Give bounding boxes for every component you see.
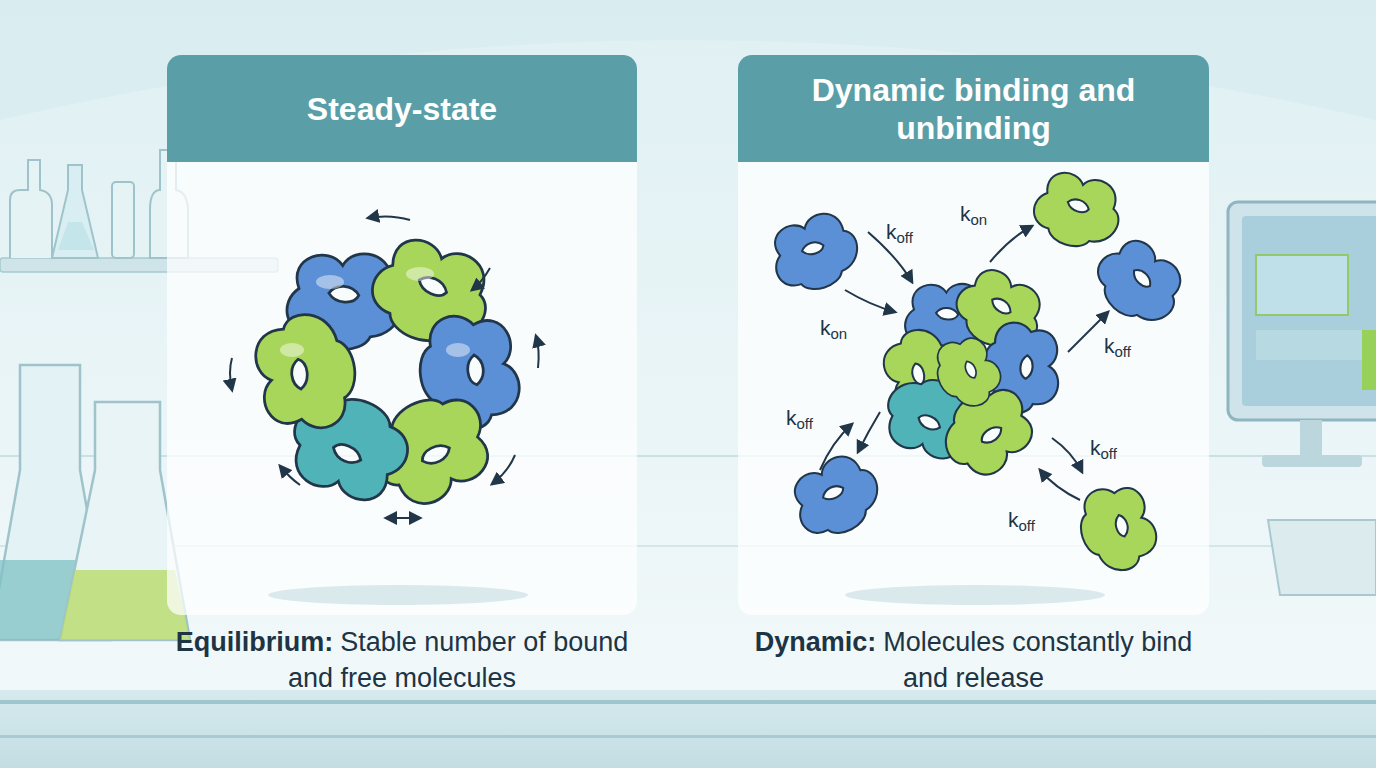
- panel-title: Dynamic binding and unbinding: [758, 71, 1189, 147]
- panel-header: Dynamic binding and unbinding: [738, 55, 1209, 162]
- panel-box: Dynamic binding and unbinding: [738, 55, 1209, 615]
- rate-constant: koff: [886, 222, 913, 248]
- free-molecules: [763, 166, 1194, 580]
- binding-arrows: [820, 226, 1108, 500]
- rate-constant: koff: [1090, 438, 1117, 464]
- caption-text: Stable number of bound and free molecule…: [288, 627, 628, 693]
- panel-title: Steady-state: [307, 90, 497, 128]
- caption-lead: Dynamic:: [755, 627, 877, 657]
- rate-constant: koff: [1008, 510, 1035, 536]
- panel-box: Steady-state: [167, 55, 637, 615]
- rate-constant: kon: [820, 318, 847, 344]
- rotation-arrows: [230, 216, 539, 518]
- panel-header: Steady-state: [167, 55, 637, 162]
- panel-caption: Equilibrium:Stable number of bound and f…: [160, 624, 644, 696]
- rate-constant: kon: [960, 204, 987, 230]
- rate-constant: koff: [1104, 336, 1131, 362]
- caption-text: Molecules constantly bind and release: [883, 627, 1192, 693]
- caption-lead: Equilibrium:: [176, 627, 334, 657]
- molecule-cluster: [876, 259, 1059, 488]
- molecule-ring: [250, 229, 526, 519]
- rate-constant: koff: [786, 408, 813, 434]
- panel-caption: Dynamic:Molecules constantly bind and re…: [731, 624, 1216, 696]
